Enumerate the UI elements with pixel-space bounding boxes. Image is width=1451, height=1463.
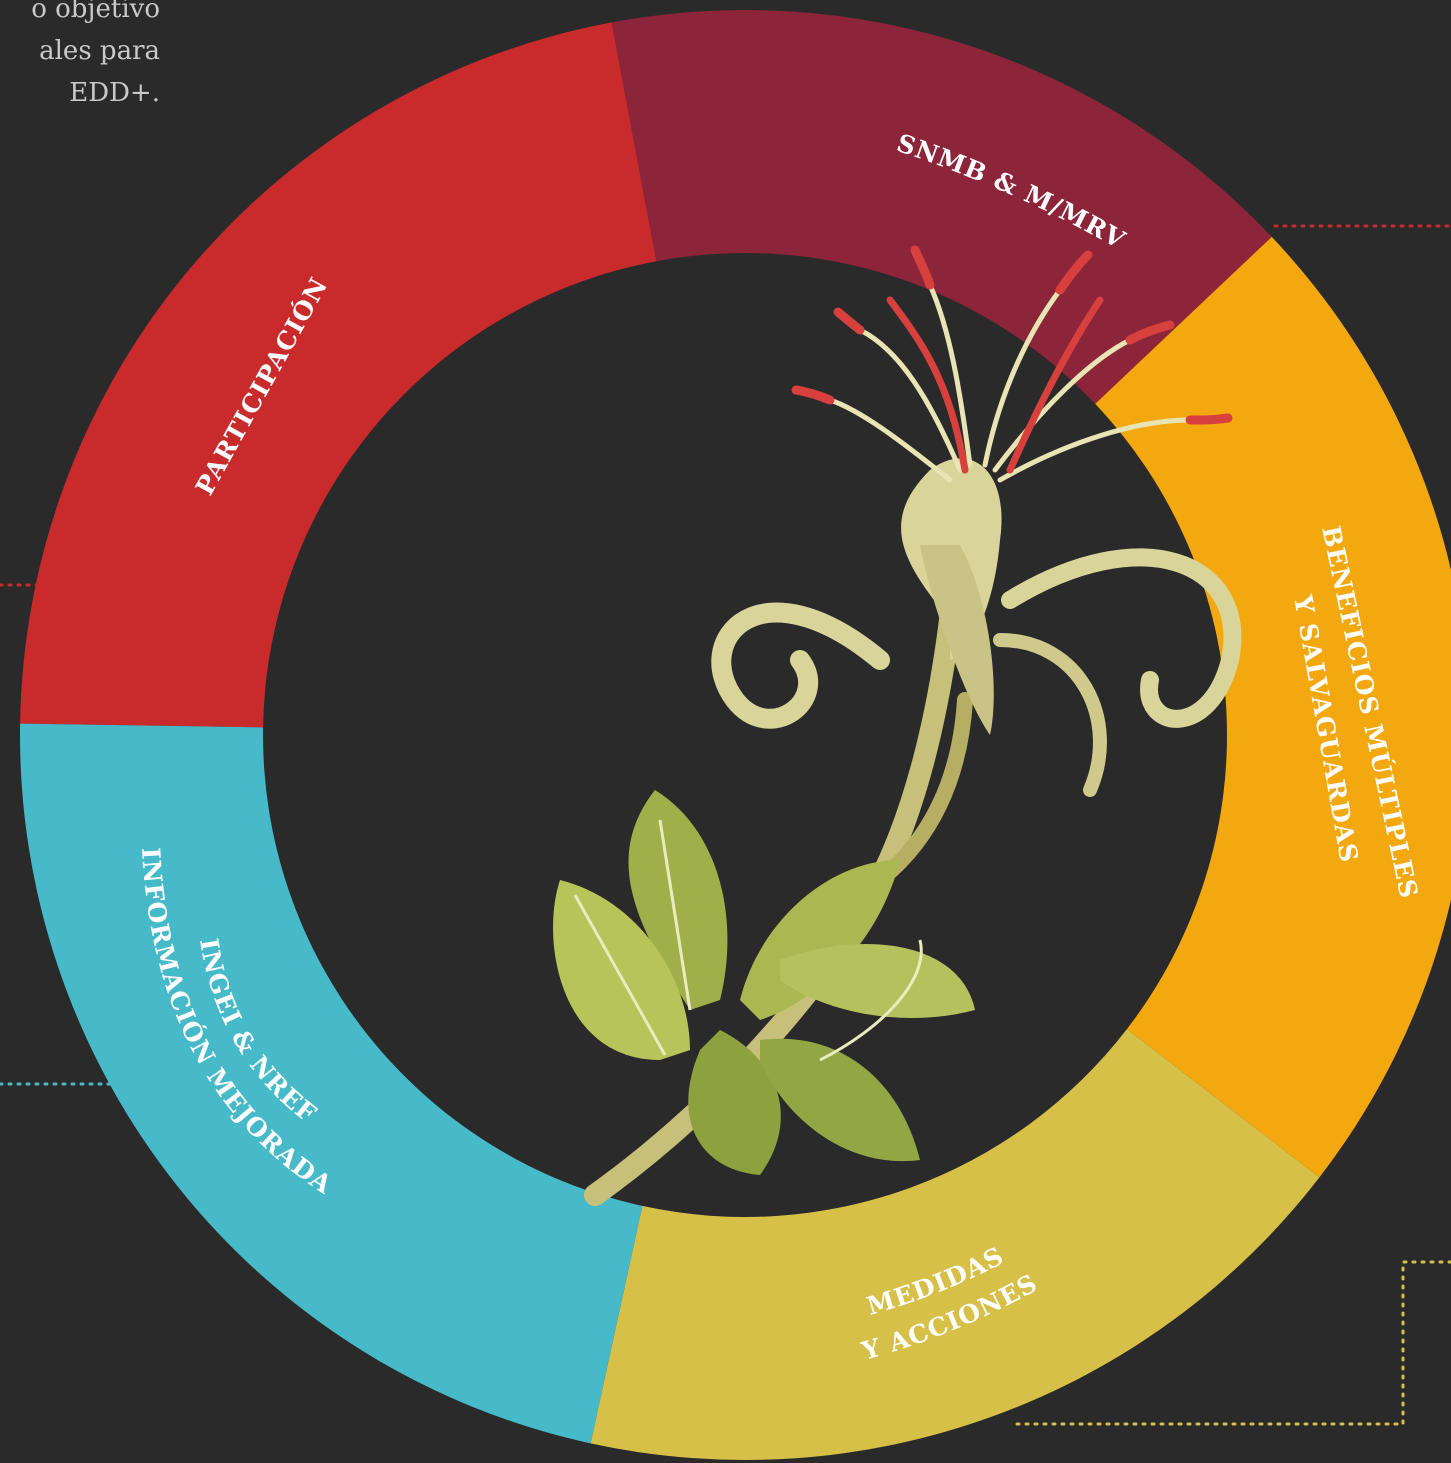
ring-segments xyxy=(20,10,1451,1460)
ring-segment-informacion xyxy=(20,724,642,1444)
ring-segment-participacion xyxy=(20,22,656,727)
